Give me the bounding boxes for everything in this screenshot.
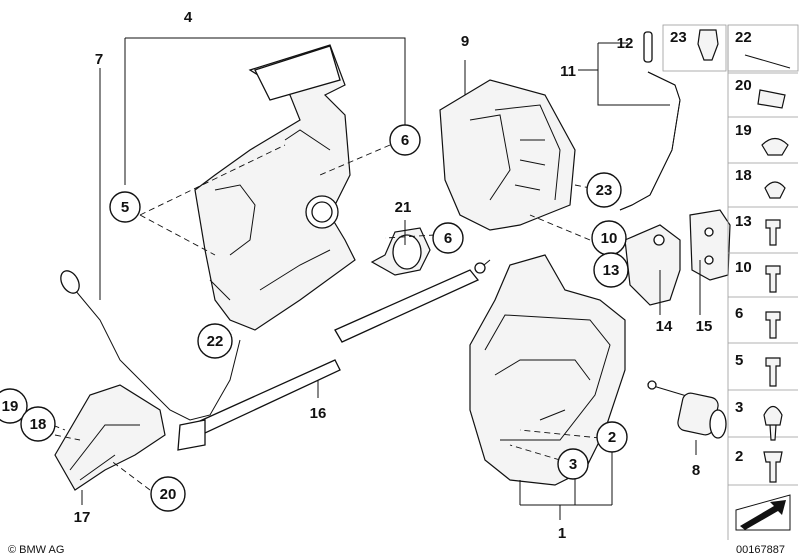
outer-door-handle	[469, 254, 626, 486]
callout-6b: 6	[432, 222, 464, 254]
callout-1-label: 1	[558, 525, 566, 542]
callout-3-label: 3	[569, 456, 577, 473]
bumper-icon	[763, 405, 783, 441]
leader-lines	[34, 37, 701, 520]
callout-23: 23	[586, 172, 622, 208]
lock-rod	[619, 31, 681, 211]
callout-23-label: 23	[596, 182, 613, 199]
callout-9-label: 9	[461, 33, 469, 50]
callout-20: 20	[150, 476, 186, 512]
callout-19-label: 19	[2, 398, 19, 415]
callout-10: 10	[591, 220, 627, 256]
callout-19: 19	[0, 388, 28, 424]
side-item-22-label: 22	[735, 29, 752, 46]
side-item-5-label: 5	[735, 352, 743, 369]
callout-13: 13	[593, 252, 629, 288]
callout-6b-label: 6	[444, 230, 452, 247]
side-item-13-label: 13	[735, 213, 752, 230]
side-item-10-label: 10	[735, 259, 752, 276]
side-item-20-label: 20	[735, 77, 752, 94]
callout-5-label: 5	[121, 199, 129, 216]
screw-6-icon	[765, 311, 781, 339]
callout-16-label: 16	[310, 405, 327, 422]
screw-10-icon	[765, 265, 781, 293]
callout-6a-label: 6	[401, 132, 409, 149]
callout-2-label: 2	[608, 429, 616, 446]
callout-22-label: 22	[207, 333, 224, 350]
side-item-19-label: 19	[735, 122, 752, 139]
diagram-number: 00167887	[736, 544, 785, 556]
handle-cover-cap	[54, 384, 166, 491]
lock-housing	[439, 79, 576, 231]
nut-clip-icon	[757, 89, 786, 109]
callout-13-label: 13	[603, 262, 620, 279]
screw-13-icon	[765, 219, 781, 246]
callout-3: 3	[557, 448, 589, 480]
pin-icon	[763, 451, 783, 483]
plug-icon	[761, 137, 789, 156]
callout-20-label: 20	[160, 486, 177, 503]
callout-6a: 6	[389, 124, 421, 156]
callout-7-label: 7	[95, 51, 103, 68]
side-item-6-label: 6	[735, 305, 743, 322]
grommet-icon	[764, 181, 786, 199]
callout-18-label: 18	[30, 416, 47, 433]
callout-8-label: 8	[692, 462, 700, 479]
side-item-2-label: 2	[735, 448, 743, 465]
copyright-label: © BMW AG	[8, 544, 64, 556]
hinge-assembly	[624, 209, 731, 306]
callout-10-label: 10	[601, 230, 618, 247]
callout-5: 5	[109, 191, 141, 223]
callout-18: 18	[20, 406, 56, 442]
side-item-3-label: 3	[735, 399, 743, 416]
callout-12-label: 12	[617, 35, 634, 52]
callout-4-label: 4	[184, 9, 193, 26]
side-item-18-label: 18	[735, 167, 752, 184]
lock-cylinder	[647, 380, 727, 439]
cable-tie-icon	[744, 54, 791, 69]
callout-2: 2	[596, 421, 628, 453]
callout-17-label: 17	[74, 509, 91, 526]
small-parts-panel: 23 22 20 19 18 13 10 6 5 3 2	[662, 24, 799, 540]
callout-14-label: 14	[656, 318, 673, 335]
callout-11-label: 11	[560, 63, 576, 80]
handle-carrier-bracket	[194, 44, 356, 331]
clip-23-icon	[697, 29, 719, 61]
side-item-23-label: 23	[670, 29, 687, 46]
callout-22: 22	[197, 323, 233, 359]
screw-5-icon	[765, 357, 781, 387]
callout-15-label: 15	[696, 318, 713, 335]
gasket	[370, 227, 431, 276]
direction-arrow-icon	[740, 500, 786, 530]
bowden-cable	[60, 259, 491, 451]
callout-21-label: 21	[395, 199, 412, 216]
